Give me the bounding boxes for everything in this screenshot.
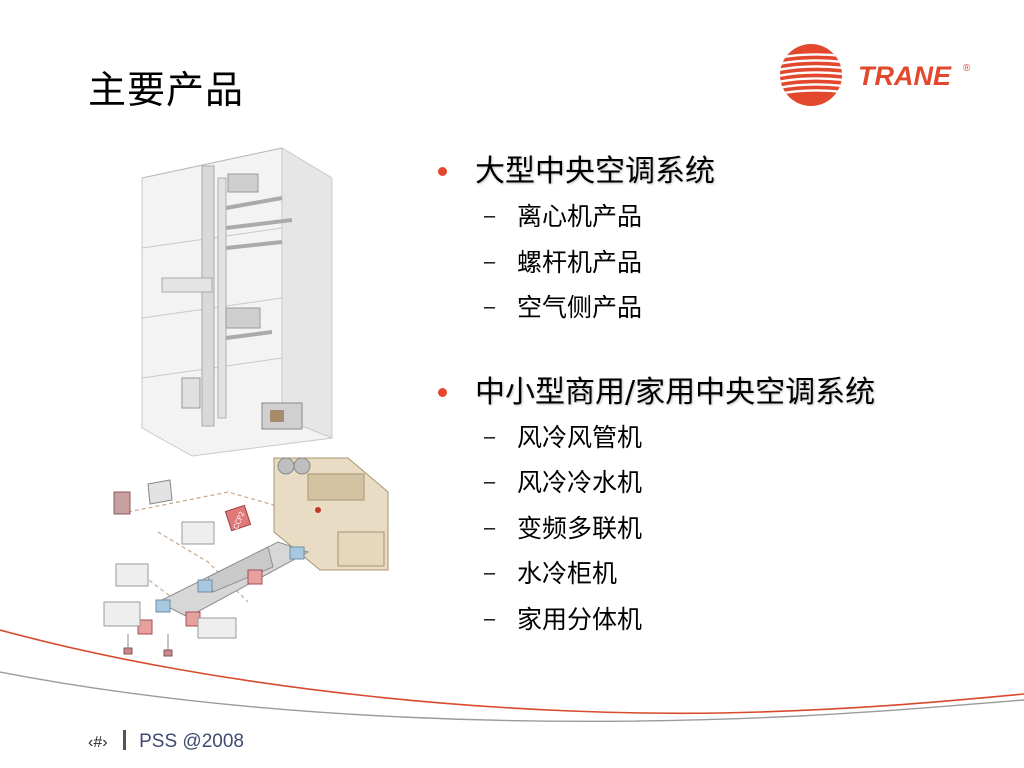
bullet-heading: 大型中央空调系统 xyxy=(430,150,1010,194)
sub-item: –家用分体机 xyxy=(430,597,1010,643)
footer-divider xyxy=(122,730,126,750)
sub-item: –空气侧产品 xyxy=(430,285,1010,331)
dash-icon: – xyxy=(484,296,496,318)
dash-icon: – xyxy=(484,516,496,539)
footer-text: PSS @2008 xyxy=(139,731,244,752)
dash-icon: – xyxy=(484,562,496,584)
sub-item-text: 风冷风管机 xyxy=(517,422,643,452)
sub-item-text: 离心机产品 xyxy=(517,202,643,231)
page-title: 主要产品 xyxy=(88,68,245,112)
sub-item-text: 风冷冷水机 xyxy=(517,468,643,497)
sub-item-text: 变频多联机 xyxy=(517,513,643,543)
sub-item-text: 空气侧产品 xyxy=(517,293,643,322)
bullet-heading: 中小型商用/家用中央空调系统 xyxy=(430,371,1010,415)
sub-item: –水冷柜机 xyxy=(430,551,1010,597)
dash-icon: – xyxy=(484,471,496,493)
sub-item: –风冷风管机 xyxy=(430,415,1010,461)
bullet-group-large-systems: 大型中央空调系统 –离心机产品 –螺杆机产品 –空气侧产品 xyxy=(430,150,1010,331)
logo-wordmark: TRANE xyxy=(858,61,952,91)
bullet-dot-icon xyxy=(438,167,447,176)
bullet-dot-icon xyxy=(438,387,447,397)
bullet-group-small-systems: 中小型商用/家用中央空调系统 –风冷风管机 –风冷冷水机 –变频多联机 –水冷柜… xyxy=(430,371,1010,643)
dash-icon: – xyxy=(484,607,496,630)
dash-icon: – xyxy=(484,205,496,227)
bullet-heading-text: 中小型商用/家用中央空调系统 xyxy=(475,374,876,410)
bullet-heading-text: 大型中央空调系统 xyxy=(475,154,715,189)
page-number: ‹#› xyxy=(88,734,108,751)
dash-icon: – xyxy=(484,250,496,273)
sub-item-text: 家用分体机 xyxy=(517,604,643,634)
sub-item: –风冷冷水机 xyxy=(430,460,1010,506)
sub-item-text: 螺杆机产品 xyxy=(517,247,643,277)
footer: ‹#› PSS @2008 xyxy=(88,730,244,754)
dash-icon: – xyxy=(484,425,496,448)
swoosh-gray-line xyxy=(0,671,1024,722)
swoosh-red-line xyxy=(0,629,1024,715)
sub-item-text: 水冷柜机 xyxy=(517,559,618,588)
sub-item: –螺杆机产品 xyxy=(430,240,1010,286)
logo-registered-mark: ® xyxy=(963,63,971,74)
sub-item: –离心机产品 xyxy=(430,194,1010,240)
decorative-swoosh xyxy=(0,629,1024,722)
bullet-list: 大型中央空调系统 –离心机产品 –螺杆机产品 –空气侧产品 中小型商用/家用中央… xyxy=(430,150,1010,642)
building-hvac-illustration xyxy=(141,147,333,457)
duct-system-illustration: CCP2 xyxy=(103,457,389,657)
sub-item: –变频多联机 xyxy=(430,506,1010,552)
trane-logo-icon: TRANE ® xyxy=(780,44,971,106)
